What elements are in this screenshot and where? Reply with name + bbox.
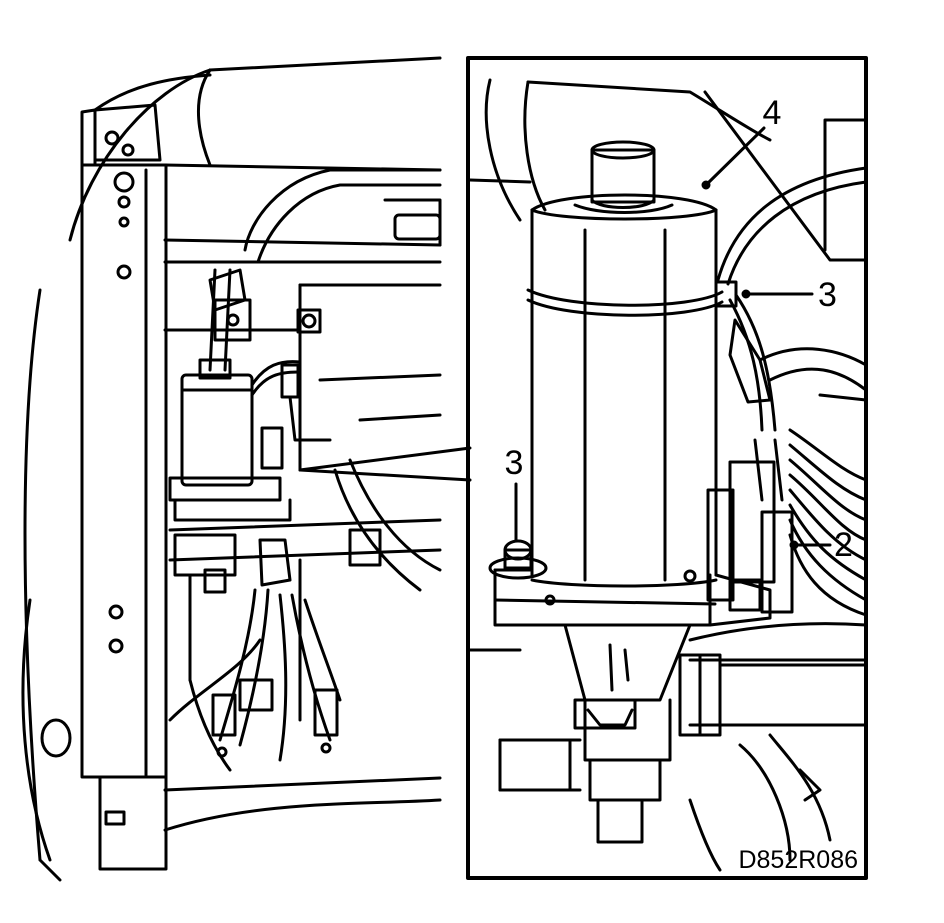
magnified-inset	[466, 56, 868, 880]
callout-3-base: 3	[505, 444, 524, 482]
callout-2: 2	[834, 526, 853, 564]
figure-id: D852R086	[738, 846, 858, 874]
callout-4: 4	[763, 94, 782, 132]
inset-frame	[466, 56, 868, 880]
callout-leaders	[514, 126, 832, 550]
callout-3-strap: 3	[818, 276, 837, 314]
overview-view	[21, 56, 472, 882]
